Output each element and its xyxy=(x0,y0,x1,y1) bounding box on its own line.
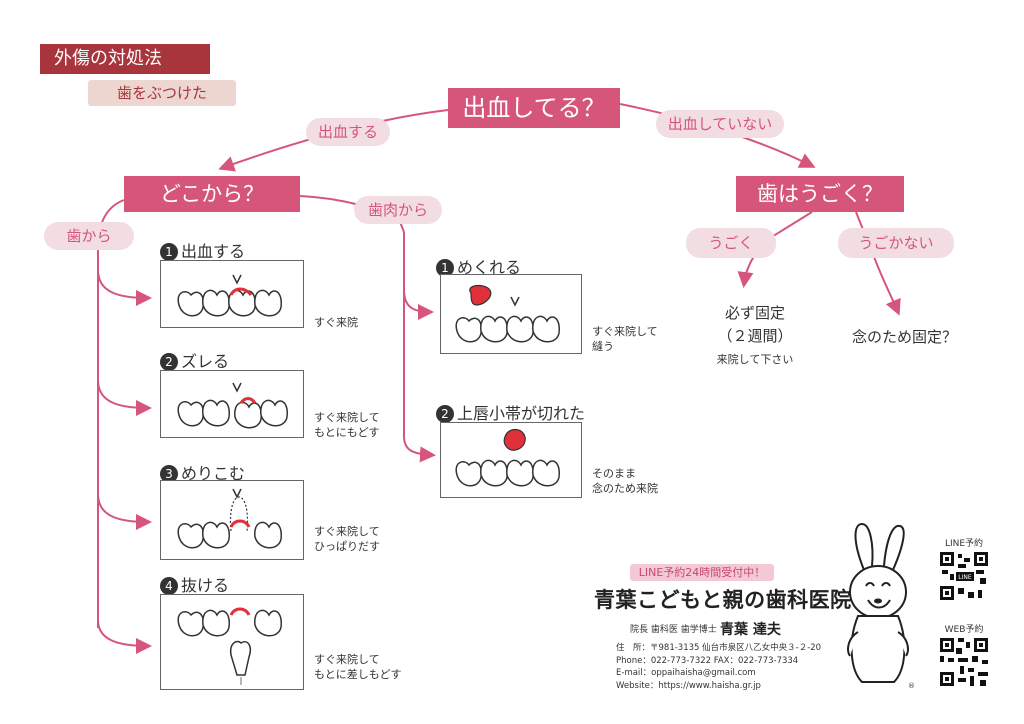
question-bleeding: 出血してる？ xyxy=(448,88,620,128)
step-teeth-2-illustration xyxy=(160,370,304,438)
svg-text:®: ® xyxy=(908,682,915,690)
teeth-bleeding-icon xyxy=(177,274,282,317)
pill-moves: うごく xyxy=(686,228,776,258)
step-number: 2 xyxy=(160,353,178,371)
rabbit-mascot-icon: ® xyxy=(847,522,915,690)
pill-from-gums: 歯肉から xyxy=(354,196,442,224)
step-label: 出血する xyxy=(181,242,246,261)
page-subtitle: 歯をぶつけた xyxy=(88,80,236,106)
step-gums-2-illustration xyxy=(440,422,582,498)
director-role: 院長 歯科医 歯学博士 xyxy=(630,625,717,635)
arrow-not-moves xyxy=(855,211,901,316)
step-teeth-4-note: すぐ来院してもとに差しもどす xyxy=(314,653,402,681)
step-gums-2-note: そのまま念のため来院 xyxy=(592,467,658,495)
qr-line-label: LINE予約 xyxy=(944,539,984,549)
question-tooth-moves: 歯はうごく？ xyxy=(736,176,904,212)
web-qr-code-icon[interactable] xyxy=(940,638,988,686)
svg-text:LINE: LINE xyxy=(958,574,972,581)
step-teeth-2-note: すぐ来院してもとにもどす xyxy=(314,411,380,439)
step-number: 3 xyxy=(160,465,178,483)
step-teeth-1-illustration xyxy=(160,260,304,328)
pill-not-moves: うごかない xyxy=(838,228,954,258)
director-name: 青葉 達夫 xyxy=(720,622,781,638)
question-where: どこから？ xyxy=(124,176,300,212)
frenulum-torn-icon xyxy=(455,428,560,487)
step-label: 抜ける xyxy=(181,576,230,595)
step-number: 1 xyxy=(436,259,454,277)
step-number: 2 xyxy=(436,405,454,423)
tooth-knocked-out-icon xyxy=(177,607,282,685)
arrow-gum-2 xyxy=(403,290,436,463)
step-label: ズレる xyxy=(181,352,230,371)
gum-flap-icon xyxy=(455,284,560,343)
clinic-contact: 住 所：〒981-3135 仙台市泉区八乙女中央３-２-20 Phone：022… xyxy=(616,643,822,691)
step-teeth-1-note: すぐ来院 xyxy=(314,316,358,329)
teeth-intruded-icon xyxy=(177,488,282,549)
pill-from-teeth: 歯から xyxy=(44,222,134,250)
step-teeth-4-illustration xyxy=(160,594,304,690)
line-reservation-banner: LINE予約24時間受付中！ xyxy=(630,564,774,581)
email-link[interactable]: E-mail：oppaihaisha@gmail.com xyxy=(616,668,756,678)
step-teeth-3-note: すぐ来院してひっぱりだす xyxy=(314,525,380,553)
teeth-displaced-icon xyxy=(177,382,288,429)
step-label: 上唇小帯が切れた xyxy=(457,404,586,423)
moves-result: 必ず固定 （２週間） 来院して下さい xyxy=(716,304,794,366)
line-qr-code-icon[interactable]: LINE xyxy=(940,552,988,600)
qr-web-label: WEB予約 xyxy=(944,625,984,635)
arrow-teeth-1 xyxy=(97,269,152,306)
pill-bleeding-no: 出血していない xyxy=(656,110,784,138)
step-gums-1-note: すぐ来院して縫う xyxy=(592,325,658,353)
step-label: めりこむ xyxy=(181,464,246,483)
page-title: 外傷の対処法 xyxy=(40,44,210,74)
website-link[interactable]: Website：https://www.haisha.gr.jp xyxy=(616,680,761,691)
clinic-name: 青葉こどもと親の歯科医院® xyxy=(594,588,861,612)
pill-bleeding-yes: 出血する xyxy=(306,118,390,146)
arrow-teeth-2 xyxy=(97,379,152,416)
step-number: 4 xyxy=(160,577,178,595)
step-gums-1-illustration xyxy=(440,274,582,354)
arrow-gum-1 xyxy=(403,232,434,320)
arrow-teeth-4 xyxy=(97,619,152,654)
line-teeth-trunk xyxy=(97,199,125,628)
step-number: 1 xyxy=(160,243,178,261)
step-teeth-3-illustration xyxy=(160,480,304,560)
not-moves-result: 念のため固定？ xyxy=(852,328,958,346)
arrow-teeth-3 xyxy=(97,493,152,530)
step-label: めくれる xyxy=(457,258,522,277)
